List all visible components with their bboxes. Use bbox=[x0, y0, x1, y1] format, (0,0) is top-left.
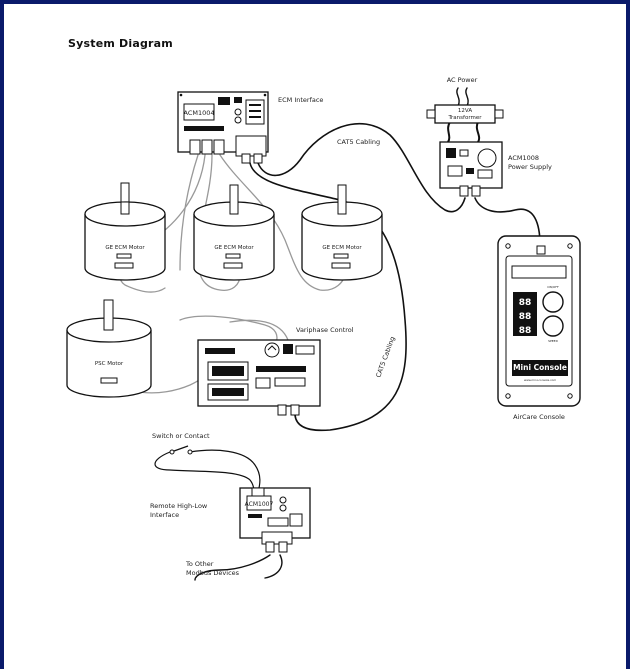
cable-power-console bbox=[474, 197, 541, 246]
remote-high-low-label-1: Remote High-Low bbox=[150, 502, 208, 510]
switch-or-contact-label: Switch or Contact bbox=[152, 432, 210, 440]
variphase-control-label: Variphase Control bbox=[296, 326, 354, 334]
console-digits-3: 88 bbox=[519, 326, 532, 336]
to-other-label-1: To Other bbox=[185, 560, 214, 568]
variphase-control-board bbox=[197, 339, 321, 416]
transformer-line2: Transformer bbox=[447, 115, 482, 121]
ge-ecm-motor-2: GE ECM Motor bbox=[193, 184, 275, 281]
page-title: System Diagram bbox=[68, 37, 173, 50]
power-supply-board bbox=[439, 141, 503, 197]
console-knob-bottom-icon bbox=[542, 315, 564, 337]
acm1007-label: ACM1007 bbox=[245, 501, 274, 508]
ge-ecm-motor-1-label: GE ECM Motor bbox=[105, 245, 145, 251]
transformer: 12VA Transformer bbox=[426, 104, 504, 124]
remote-interface-board: ACM1007 bbox=[239, 487, 311, 553]
acm1004-label: ACM1004 bbox=[183, 109, 214, 117]
aircare-console: 88 88 88 ON/OFF SPEED Mini Console www.m… bbox=[497, 235, 581, 407]
cable-cat5-side bbox=[249, 162, 407, 432]
switch-icon bbox=[169, 445, 193, 455]
psc-motor-label: PSC Motor bbox=[95, 361, 124, 367]
console-url: www.mini-console.com bbox=[524, 378, 556, 382]
console-digits-1: 88 bbox=[519, 298, 532, 308]
power-supply-label: Power Supply bbox=[508, 163, 552, 171]
ge-ecm-motor-3: GE ECM Motor bbox=[301, 184, 383, 281]
cables bbox=[109, 87, 541, 581]
ge-ecm-motor-2-label: GE ECM Motor bbox=[214, 245, 254, 251]
mini-console-logo: Mini Console bbox=[513, 363, 567, 372]
cat5-cabling-top-label: CAT5 Cabling bbox=[337, 138, 380, 146]
cable-ecm-motor-3 bbox=[219, 154, 346, 291]
cable-ecm-extra bbox=[179, 154, 199, 271]
aircare-console-label: AirCare Console bbox=[513, 413, 565, 421]
console-label-1: ON/OFF bbox=[547, 285, 559, 289]
cat5-cabling-side-label: CAT5 Cabling bbox=[374, 335, 396, 378]
console-knob-top-icon bbox=[542, 291, 564, 313]
psc-motor: PSC Motor bbox=[66, 299, 152, 398]
acm1008-label: ACM1008 bbox=[508, 154, 539, 162]
console-label-2: SPEED bbox=[548, 339, 559, 343]
transformer-line1: 12VA bbox=[458, 108, 472, 114]
ge-ecm-motor-3-label: GE ECM Motor bbox=[322, 245, 362, 251]
cable-cat5-top bbox=[257, 123, 466, 213]
to-other-label-2: Modbus Devices bbox=[186, 569, 240, 577]
console-digits-2: 88 bbox=[519, 312, 532, 322]
ecm-interface-board: ACM1004 bbox=[177, 91, 269, 164]
ecm-interface-label: ECM Interface bbox=[278, 96, 323, 104]
ge-ecm-motor-1: GE ECM Motor bbox=[84, 182, 166, 281]
remote-high-low-label-2: Interface bbox=[150, 511, 179, 519]
ac-power-label: AC Power bbox=[447, 76, 478, 84]
